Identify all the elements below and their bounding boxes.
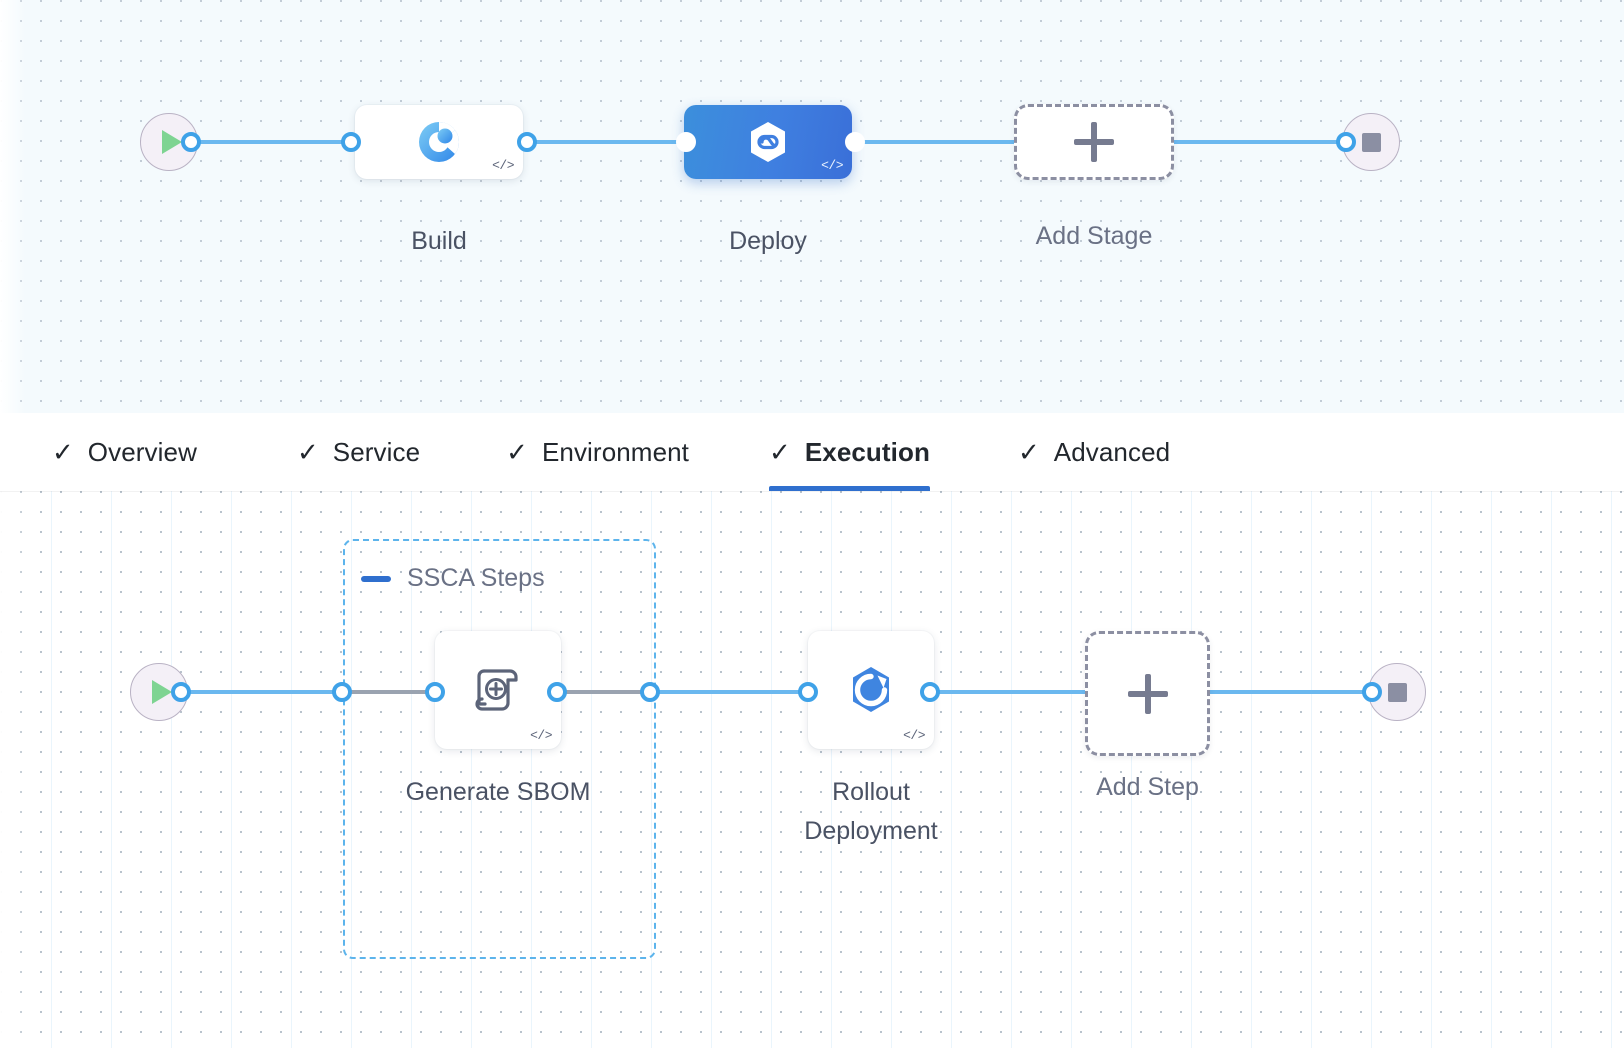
step-node-rollout-deployment[interactable]: </> <box>808 631 934 749</box>
add-step-button[interactable] <box>1085 631 1210 756</box>
add-step-label: Add Step <box>1096 773 1199 801</box>
play-icon <box>161 130 182 154</box>
port-build-in[interactable] <box>341 132 361 152</box>
sbom-code-badge[interactable]: </> <box>530 728 552 743</box>
check-icon: ✓ <box>506 437 528 467</box>
tab-execution-label: Execution <box>804 436 930 467</box>
execution-end-node[interactable] <box>1368 663 1426 721</box>
tab-environment-label: Environment <box>541 436 690 467</box>
stage-config-tabbar: ✓ Overview ✓ Service ✓ Environment ✓ Exe… <box>0 413 1624 491</box>
cd-deploy-icon <box>751 122 785 162</box>
step-group-title: SSCA Steps <box>407 564 545 592</box>
step-label-rollout-deployment: Rollout Deployment <box>804 778 938 845</box>
edge-rollout-to-add-step <box>928 690 1093 694</box>
check-icon: ✓ <box>769 437 791 467</box>
execution-step-canvas[interactable]: SSCA Steps </> Generate SBOM <box>0 491 1624 1048</box>
tab-execution[interactable]: ✓ Execution <box>747 413 952 491</box>
execution-start-node[interactable] <box>130 663 188 721</box>
port-group-in[interactable] <box>332 682 352 702</box>
tab-overview-label: Overview <box>87 436 197 467</box>
edge-deploy-to-add-stage <box>840 140 1030 144</box>
minus-icon[interactable] <box>361 575 391 582</box>
build-code-badge[interactable]: </> <box>492 158 514 173</box>
stage-canvas[interactable]: </> Build </> Deploy Add Stage <box>0 0 1624 413</box>
edge-build-to-deploy <box>515 140 695 144</box>
stop-icon <box>1361 132 1381 152</box>
stage-label-deploy: Deploy <box>729 227 807 255</box>
step-node-generate-sbom[interactable]: </> <box>435 631 561 749</box>
stage-node-build[interactable]: </> <box>355 105 523 179</box>
edge-group-to-rollout <box>650 690 820 694</box>
port-rollout-in[interactable] <box>798 682 818 702</box>
tab-advanced[interactable]: ✓ Advanced <box>996 413 1192 491</box>
deploy-code-badge[interactable]: </> <box>821 158 843 173</box>
port-build-out[interactable] <box>517 132 537 152</box>
edge-group-in-dashed <box>348 690 438 694</box>
port-deploy-in[interactable] <box>676 132 696 152</box>
port-exec-end-in[interactable] <box>1362 682 1382 702</box>
step-group-ssca[interactable] <box>343 539 656 959</box>
tab-advanced-label: Advanced <box>1053 436 1171 467</box>
port-end-in[interactable] <box>1336 132 1356 152</box>
edge-group-out-dashed <box>560 690 655 694</box>
stop-icon <box>1387 682 1407 702</box>
tab-service[interactable]: ✓ Service <box>275 413 442 491</box>
check-icon: ✓ <box>1017 437 1040 467</box>
port-rollout-out[interactable] <box>920 682 940 702</box>
k8s-rollout-icon <box>853 667 889 712</box>
play-icon <box>151 680 172 704</box>
tab-overview[interactable]: ✓ Overview <box>30 413 219 491</box>
plus-icon <box>1074 122 1114 162</box>
port-group-out[interactable] <box>640 682 660 702</box>
edge-add-step-to-end <box>1200 690 1370 694</box>
port-start-out[interactable] <box>181 132 201 152</box>
check-icon: ✓ <box>52 437 74 467</box>
port-sbom-out[interactable] <box>547 682 567 702</box>
edge-start-to-group <box>176 690 354 694</box>
stage-node-deploy[interactable]: </> <box>684 105 852 179</box>
port-sbom-in[interactable] <box>425 682 445 702</box>
port-exec-start-out[interactable] <box>171 682 191 702</box>
tab-service-label: Service <box>332 436 421 467</box>
add-stage-label: Add Stage <box>1035 222 1153 250</box>
stage-label-build: Build <box>411 227 467 255</box>
edge-start-to-build <box>186 140 361 144</box>
sbom-scroll-icon <box>475 669 518 711</box>
add-stage-button[interactable] <box>1014 104 1174 180</box>
step-label-generate-sbom: Generate SBOM <box>405 778 591 806</box>
step-group-header: SSCA Steps <box>361 564 545 593</box>
ci-build-icon <box>419 122 459 162</box>
port-deploy-out[interactable] <box>845 132 865 152</box>
tab-environment[interactable]: ✓ Environment <box>484 413 711 491</box>
plus-icon <box>1127 673 1168 714</box>
rollout-code-badge[interactable]: </> <box>903 728 925 743</box>
check-icon: ✓ <box>296 437 319 467</box>
edge-add-stage-to-end <box>1160 140 1360 144</box>
